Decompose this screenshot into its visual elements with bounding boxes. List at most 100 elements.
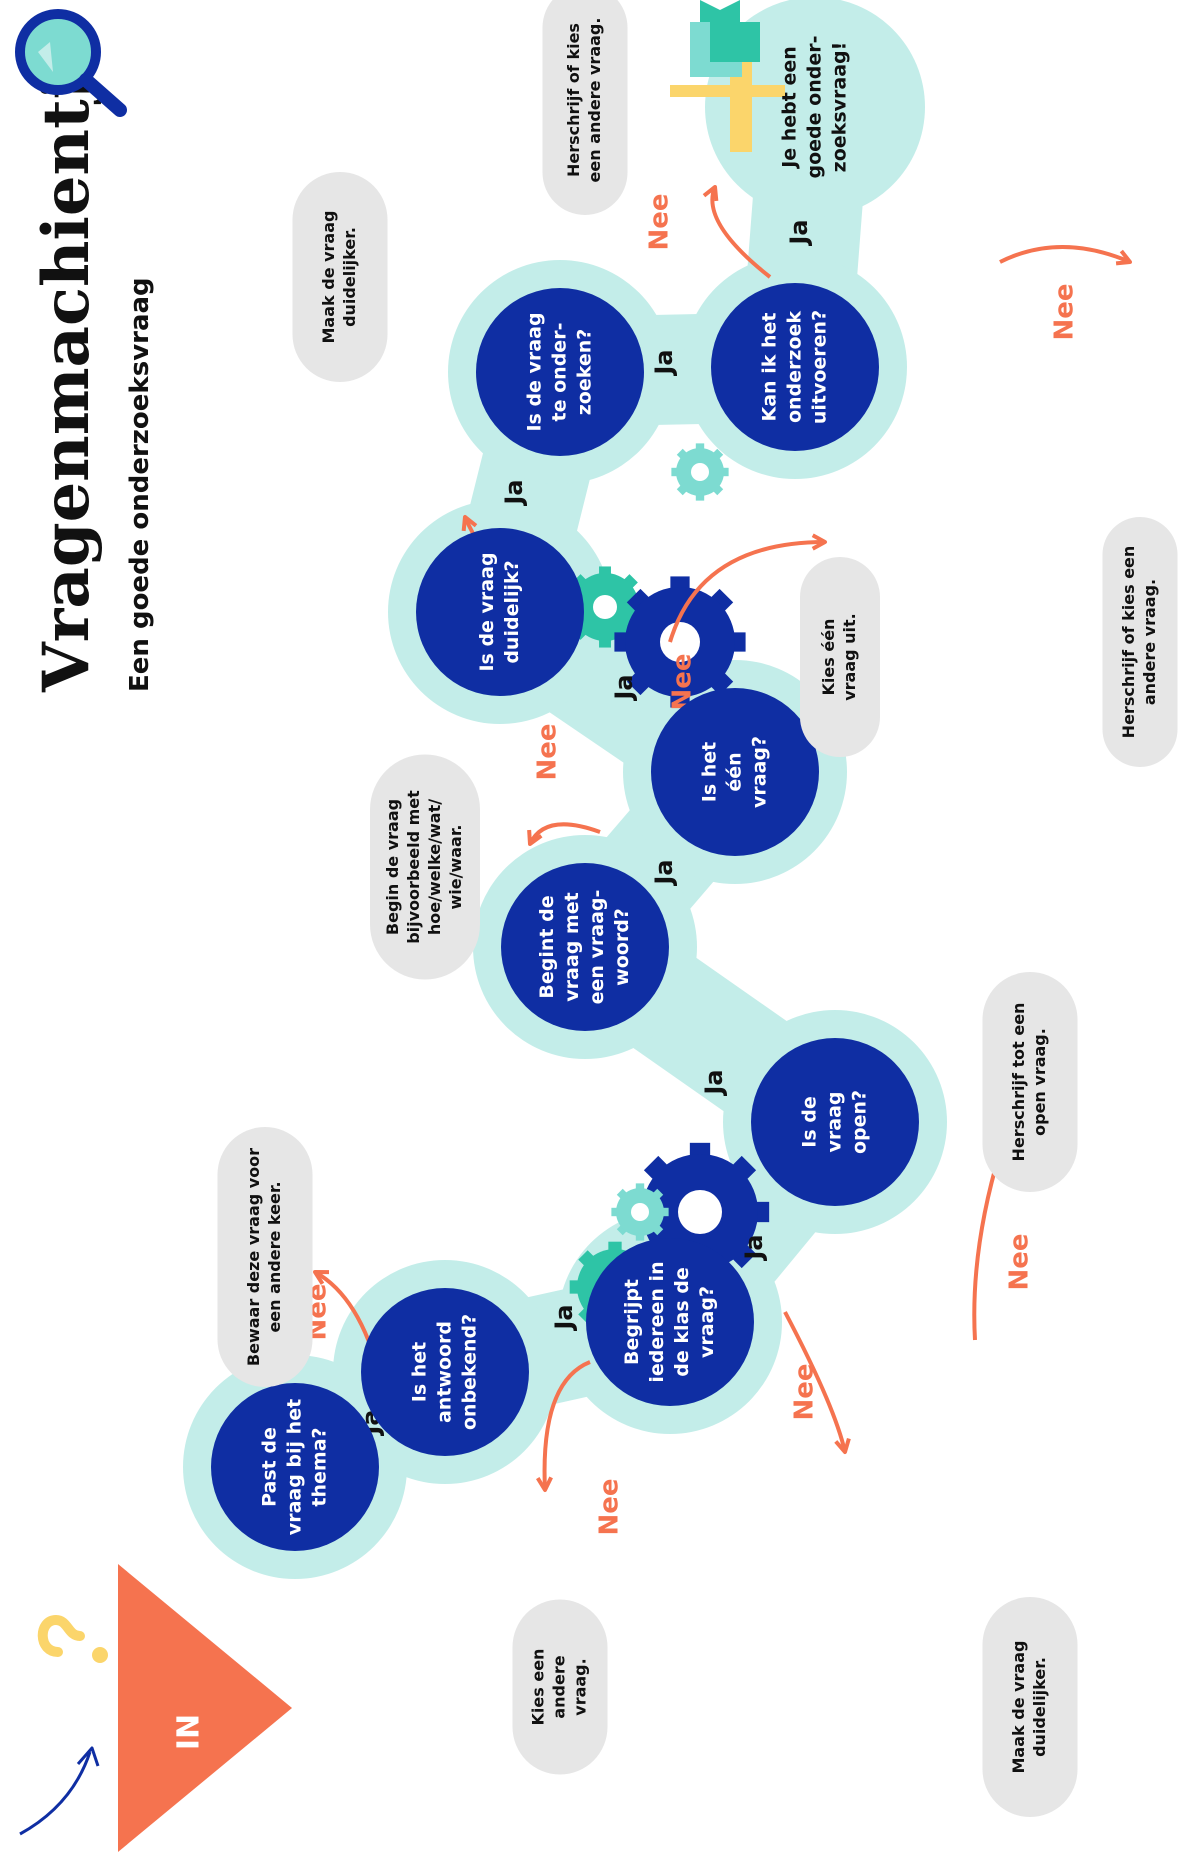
outcome-line: Herschrijf of kies een [1119, 546, 1138, 739]
question-circle [416, 528, 584, 696]
yes-label: Ja [650, 859, 678, 886]
start-label: IN [172, 1714, 207, 1750]
no-label: Nee [790, 1363, 820, 1420]
outcome-line: andere vraag. [1140, 579, 1159, 705]
question-line: Past de [259, 1427, 281, 1507]
question-line: onbekend? [459, 1314, 481, 1430]
question-line: de klas de [671, 1267, 693, 1376]
yes-label: Ja [700, 1069, 728, 1096]
outcome-line: Kies een [529, 1649, 548, 1726]
path-band [240, 52, 890, 1522]
no-arrow [783, 1311, 847, 1453]
question-line: zoeken? [574, 329, 596, 416]
gear [611, 1183, 669, 1241]
outcome-pill [370, 754, 480, 980]
yes-label: Ja [500, 479, 528, 506]
outcome-line: hoe/welke/wat/ [425, 799, 444, 935]
no-arrow-head [702, 185, 719, 202]
magnifier-icon [15, 9, 127, 117]
no-arrow-head [1115, 249, 1132, 266]
outcome-line: Kies één [819, 619, 838, 696]
question-line: open? [849, 1090, 871, 1154]
outcome-line: duidelijker. [1030, 1657, 1049, 1757]
no-label: Nee [645, 193, 675, 250]
question-line: Is de [799, 1096, 821, 1147]
yes-label: Ja [550, 1304, 578, 1331]
outcome-line: bijvoorbeeld met [404, 790, 423, 944]
no-arrow-head [536, 1476, 553, 1492]
yes-label: Ja [785, 219, 813, 246]
outcome-line: vraag. [571, 1658, 590, 1715]
outcome-pill [542, 0, 628, 215]
no-arrow-head [313, 1270, 330, 1285]
question-circle [501, 863, 669, 1031]
no-arrow [972, 1151, 1002, 1341]
question-line: Begrijpt [621, 1279, 643, 1365]
outcome-pill [512, 1599, 608, 1775]
outcome-line: Herschrijf of kies [564, 23, 583, 177]
no-arrow-head [527, 829, 543, 846]
outcome-line: een andere keer. [265, 1181, 284, 1332]
outcome-line: een andere vraag. [585, 18, 604, 183]
no-label: Nee [1005, 1233, 1035, 1290]
yes-label: Ja [650, 349, 678, 376]
question-line: antwoord [434, 1321, 456, 1423]
page-subtitle: Een goede onderzoeksvraag [125, 277, 155, 692]
question-line: goede onder- [804, 36, 826, 179]
outcome-line: vraag uit. [840, 613, 859, 701]
flag-icon [670, 0, 785, 152]
entry-arrow [19, 1751, 92, 1836]
question-line: woord? [611, 908, 633, 986]
question-mark-icon [37, 1614, 108, 1663]
question-line: één [724, 752, 746, 791]
outcome-line: Maak de vraag [319, 211, 338, 344]
outcome-line: open vraag. [1030, 1028, 1049, 1136]
no-arrow [668, 540, 826, 643]
outcome-line: Begin de vraag [383, 799, 402, 935]
question-line: Is het [699, 742, 721, 803]
question-circle [751, 1038, 919, 1206]
question-line: zoeksvraag! [829, 42, 851, 173]
page-title: Vragenmachientje [29, 35, 104, 693]
question-line: Kan ik het [759, 313, 781, 422]
outcome-pill [292, 172, 388, 382]
question-circle [361, 1288, 529, 1456]
no-arrow-head [834, 1437, 851, 1454]
question-line: Begint de [536, 895, 558, 998]
no-arrow [999, 245, 1131, 264]
question-line: Je hebt een [779, 46, 801, 170]
no-arrow [528, 822, 601, 845]
outcome-line: Bewaar deze vraag voor [244, 1148, 263, 1366]
question-line: Is de vraag [476, 552, 498, 671]
question-line: te onder- [549, 323, 571, 422]
question-line: vraag? [749, 736, 771, 808]
question-circle [211, 1383, 379, 1551]
question-circle [476, 288, 644, 456]
question-line: een vraag- [586, 890, 608, 1005]
entry-arrow-head [76, 1746, 100, 1767]
question-line: Is het [409, 1342, 431, 1403]
start-triangle [118, 1564, 292, 1852]
yes-label: Ja [740, 1234, 768, 1261]
gear [614, 576, 746, 708]
outcome-line: duidelijker. [340, 227, 359, 327]
yes-label: Ja [610, 674, 638, 701]
question-circle [586, 1238, 754, 1406]
